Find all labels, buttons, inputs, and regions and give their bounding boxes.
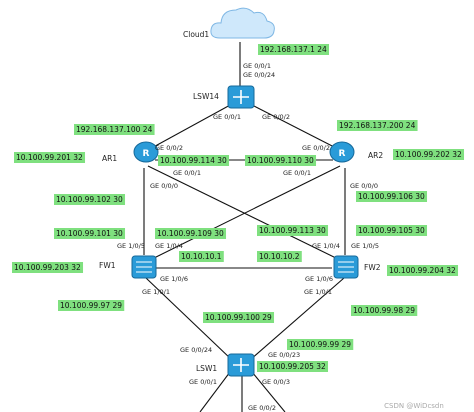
- fw2-label: FW2: [364, 263, 381, 272]
- link-fw1-lsw1: [145, 277, 233, 361]
- watermark: CSDN @WiDcsdn: [384, 402, 444, 410]
- ar2-label: AR2: [368, 151, 383, 160]
- svg-text:R: R: [143, 149, 150, 159]
- ip-lsw1-loop: 10.100.99.205 32: [257, 361, 329, 372]
- svg-text:10.100.99.105 30: 10.100.99.105 30: [358, 226, 425, 235]
- ip-fw2-cross: 10.100.99.113 30: [257, 225, 329, 236]
- svg-text:10.100.99.98 29: 10.100.99.98 29: [353, 306, 415, 315]
- svg-text:10.100.99.100 29: 10.100.99.100 29: [205, 313, 272, 322]
- svg-text:10.100.99.201 32: 10.100.99.201 32: [16, 153, 83, 162]
- svg-text:10.100.99.109 30: 10.100.99.109 30: [157, 229, 224, 238]
- ip-hb1: 10.10.10.1: [179, 251, 224, 262]
- port-ar1-0: GE 0/0/0: [150, 182, 178, 190]
- port-lsw14-2: GE 0/0/2: [262, 113, 290, 121]
- ip-hb2: 10.10.10.2: [257, 251, 302, 262]
- svg-text:R: R: [339, 149, 346, 159]
- port-fw2-105: GE 1/0/5: [351, 242, 379, 250]
- port-fw1-105: GE 1/0/5: [117, 242, 145, 250]
- port-lsw1-23: GE 0/0/23: [268, 351, 300, 359]
- lsw14-switch-icon[interactable]: [227, 85, 255, 109]
- ip-ar1-to-fw1: 10.100.99.102 30: [54, 194, 126, 205]
- port-ar2-0: GE 0/0/0: [350, 182, 378, 190]
- ip-ar2-up: 192.168.137.200 24: [337, 120, 418, 131]
- ip-lsw1-vip: 10.100.99.99 29: [287, 339, 354, 350]
- ip-fw2-right: 10.100.99.204 32: [387, 265, 459, 276]
- svg-text:192.168.137.200 24: 192.168.137.200 24: [339, 121, 416, 130]
- port-fw1-101: GE 1/0/1: [142, 288, 170, 296]
- port-fw1-106: GE 1/0/6: [160, 275, 188, 283]
- link-lsw14-ar1: [147, 103, 233, 151]
- svg-text:10.100.99.205 32: 10.100.99.205 32: [259, 362, 326, 371]
- port-lsw14-24: GE 0/0/24: [243, 71, 275, 79]
- ip-lsw1-mid: 10.100.99.100 29: [203, 312, 275, 323]
- svg-text:10.100.99.202 32: 10.100.99.202 32: [395, 150, 462, 159]
- fw1-firewall-icon[interactable]: [131, 255, 157, 279]
- ip-fw2-to-ar2: 10.100.99.105 30: [356, 225, 428, 236]
- ip-ar1-up: 192.168.137.100 24: [74, 124, 155, 135]
- svg-text:10.100.99.114 30: 10.100.99.114 30: [160, 156, 227, 165]
- port-ar2-1: GE 0/0/1: [283, 169, 311, 177]
- link-lsw1-down3: [251, 371, 286, 412]
- svg-text:10.10.10.2: 10.10.10.2: [259, 252, 300, 261]
- ip-fw1-down: 10.100.99.97 29: [58, 300, 125, 311]
- port-lsw1-2: GE 0/0/2: [248, 404, 276, 412]
- port-lsw1-1: GE 0/0/1: [189, 378, 217, 386]
- fw1-label: FW1: [99, 261, 116, 270]
- lsw1-label: LSW1: [196, 364, 217, 373]
- ip-fw1-cross: 10.100.99.109 30: [155, 228, 227, 239]
- lsw14-label: LSW14: [193, 92, 219, 101]
- ip-fw2-down: 10.100.99.98 29: [351, 305, 418, 316]
- ip-cloud: 192.168.137.1 24: [258, 44, 330, 55]
- cloud-label: Cloud1: [183, 30, 209, 39]
- port-cloud: GE 0/0/1: [243, 62, 271, 70]
- ip-fw1-to-ar1: 10.100.99.101 30: [54, 228, 126, 239]
- ip-ar2-to-fw2: 10.100.99.106 30: [356, 191, 428, 202]
- port-ar1-1: GE 0/0/1: [173, 169, 201, 177]
- svg-text:10.100.99.99 29: 10.100.99.99 29: [289, 340, 351, 349]
- svg-text:10.100.99.204 32: 10.100.99.204 32: [389, 266, 456, 275]
- port-fw2-104: GE 1/0/4: [312, 242, 340, 250]
- port-fw1-104: GE 1/0/4: [155, 242, 183, 250]
- port-ar1-2: GE 0/0/2: [155, 144, 183, 152]
- svg-text:10.100.99.97 29: 10.100.99.97 29: [60, 301, 122, 310]
- port-fw2-106: GE 1/0/6: [305, 275, 333, 283]
- port-lsw1-24: GE 0/0/24: [180, 346, 212, 354]
- svg-text:192.168.137.100 24: 192.168.137.100 24: [76, 125, 153, 134]
- ar1-label: AR1: [102, 154, 117, 163]
- link-fw2-lsw1: [249, 277, 345, 361]
- link-lsw14-ar2: [249, 103, 341, 151]
- link-lsw1-down1: [199, 371, 231, 412]
- links: [143, 42, 346, 412]
- svg-text:10.100.99.106 30: 10.100.99.106 30: [358, 192, 425, 201]
- svg-text:10.100.99.110 30: 10.100.99.110 30: [247, 156, 314, 165]
- fw2-firewall-icon[interactable]: [333, 255, 359, 279]
- svg-text:10.100.99.102 30: 10.100.99.102 30: [56, 195, 123, 204]
- port-fw2-101: GE 1/0/1: [304, 288, 332, 296]
- port-lsw14-1: GE 0/0/1: [213, 113, 241, 121]
- port-lsw1-3: GE 0/0/3: [262, 378, 290, 386]
- svg-text:10.100.99.113 30: 10.100.99.113 30: [259, 226, 326, 235]
- link-ar2-fw1: [149, 165, 341, 261]
- ip-ar1-to-ar2: 10.100.99.114 30: [158, 155, 230, 166]
- ip-fw1-left: 10.100.99.203 32: [12, 262, 84, 273]
- ar2-router-icon[interactable]: R: [329, 141, 355, 163]
- svg-text:10.100.99.203 32: 10.100.99.203 32: [14, 263, 81, 272]
- ip-ar2-to-ar1: 10.100.99.110 30: [245, 155, 317, 166]
- ip-ar1-left: 10.100.99.201 32: [14, 152, 86, 163]
- lsw1-switch-icon[interactable]: [227, 353, 255, 377]
- svg-text:10.100.99.101 30: 10.100.99.101 30: [56, 229, 123, 238]
- ip-ar2-right: 10.100.99.202 32: [393, 149, 465, 160]
- ar1-router-icon[interactable]: R: [133, 141, 159, 163]
- svg-text:192.168.137.1 24: 192.168.137.1 24: [260, 45, 327, 54]
- svg-text:10.10.10.1: 10.10.10.1: [181, 252, 222, 261]
- port-ar2-2: GE 0/0/2: [302, 144, 330, 152]
- cloud-icon[interactable]: [210, 7, 275, 39]
